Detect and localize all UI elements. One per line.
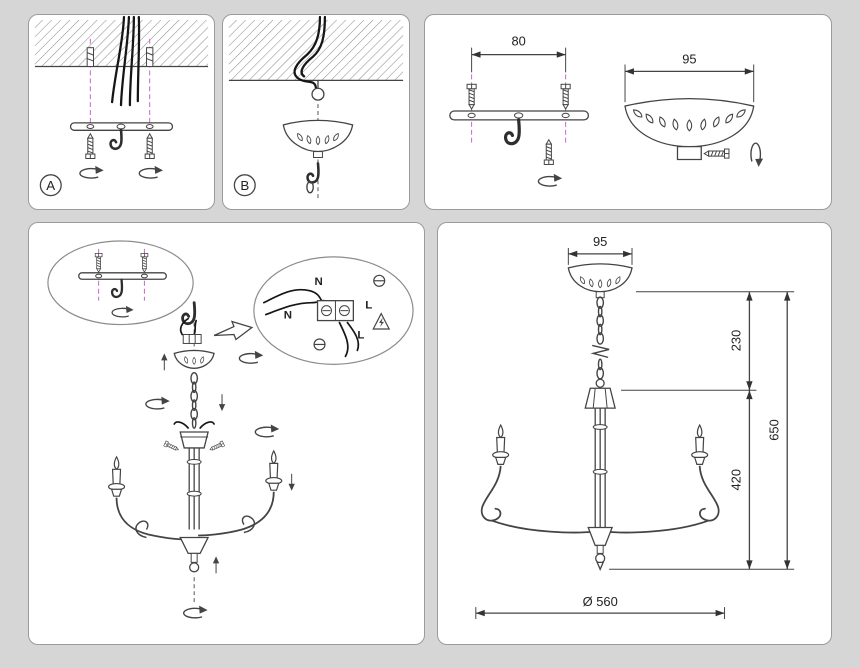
hook-eye (311, 80, 325, 101)
mounting-screw-icon (85, 133, 96, 159)
canopy-step (160, 349, 265, 371)
chain-step (145, 372, 226, 429)
zoom-arrow-icon (213, 320, 254, 341)
candle-icon (265, 450, 283, 491)
parts-drawing: 80 95 (449, 34, 764, 187)
arms-and-candles (480, 424, 720, 534)
variant-a-label: A (46, 178, 55, 193)
fixing-screw-icon (543, 139, 554, 165)
diameter-value: Ø 560 (583, 594, 618, 609)
top-loop-and-bell (584, 378, 616, 409)
ceiling-hook-icon (503, 118, 521, 146)
dim-canopy-width: 95 (567, 234, 633, 265)
fixture-height-value: 420 (728, 469, 743, 491)
bracket-width-value: 80 (511, 34, 525, 49)
canopy-width-value: 95 (593, 234, 607, 249)
hub-step (163, 421, 280, 453)
mount-a-drawing: A (34, 15, 209, 197)
bracket-detail-bubble (47, 240, 194, 326)
assembly-drawing: N L N L (47, 240, 414, 619)
dimensions-drawing: 95 (475, 234, 795, 620)
column (592, 408, 608, 528)
rotate-arrow-icon (254, 423, 280, 438)
ceiling-hook-icon (109, 128, 123, 151)
arrow-down-icon (287, 473, 296, 492)
pendant-hook-icon (306, 162, 320, 184)
overall-height-value: 650 (766, 419, 781, 441)
mount-b-drawing: B (228, 15, 404, 200)
variant-b-label: B (240, 178, 249, 193)
suspension-height-value: 230 (728, 330, 743, 352)
panel-overall-dimensions: 95 (437, 222, 832, 645)
panel-assembly-steps: N L N L (28, 222, 425, 645)
bottom-finial (587, 526, 614, 571)
rotate-arrow-icon (182, 604, 209, 619)
wire-n-label: N (284, 310, 292, 322)
panel-mount-option-b: B (222, 14, 410, 210)
rotate-arrow-icon (750, 142, 764, 168)
candle-icon (107, 456, 126, 497)
mounting-screw-icon (144, 133, 155, 159)
canopy-width-dimension: 95 (624, 51, 755, 103)
rotate-arrow-icon (537, 173, 563, 187)
arrow-down-icon (218, 393, 226, 412)
mains-wires (293, 15, 327, 90)
terminal-n-label: N (315, 276, 323, 288)
terminal-l-label: L (365, 300, 372, 312)
wall-anchor-left (86, 47, 94, 67)
ceiling-hatch (228, 19, 404, 81)
variant-b-badge: B (233, 174, 256, 197)
rotate-arrow-icon (145, 395, 171, 410)
panel-parts-dimensions: 80 95 (424, 14, 832, 210)
chandelier-frame (107, 447, 296, 574)
chain-break-icon (590, 344, 610, 359)
panel-mount-option-a: A (28, 14, 215, 210)
canopy (567, 263, 633, 299)
dim-diameter: Ø 560 (475, 594, 726, 620)
wiring-detail-bubble: N L N L (253, 256, 414, 365)
bracket-screw-icon (560, 83, 571, 110)
terminal-on-canopy (179, 317, 202, 344)
dim-heights: 230 420 650 (609, 291, 795, 570)
candle-icon (492, 424, 510, 465)
canopy (282, 119, 354, 159)
candle-icon (691, 424, 709, 465)
mains-wires (110, 15, 141, 107)
wall-anchor-right (146, 47, 154, 67)
canopy-width-value: 95 (682, 51, 696, 66)
variant-a-badge: A (39, 174, 62, 197)
wire-l-label: L (357, 329, 364, 341)
rotate-arrow-icon (79, 165, 105, 179)
chain (590, 296, 610, 380)
bracket-screw-icon (466, 83, 477, 110)
arrow-up-icon (212, 555, 220, 574)
canopy-side-screw-icon (703, 148, 730, 159)
rotate-arrow-icon (138, 165, 164, 179)
arrow-up-icon (160, 352, 168, 371)
bracket-width-dimension: 80 (471, 34, 567, 73)
rotate-arrow-icon (238, 350, 265, 364)
canopy-part (624, 97, 755, 161)
